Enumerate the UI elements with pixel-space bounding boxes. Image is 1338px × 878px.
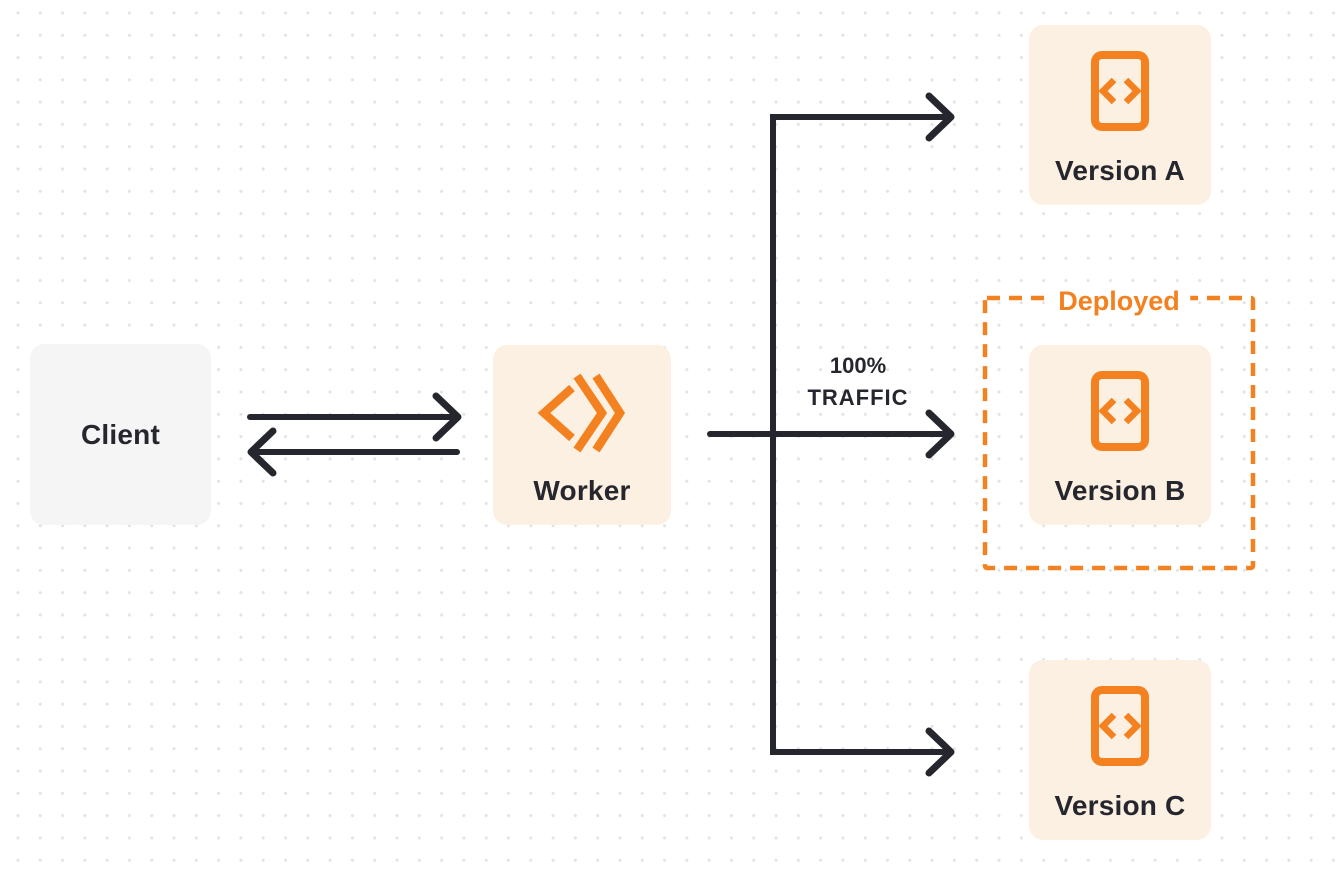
worker-to-client-arrow bbox=[247, 427, 460, 477]
version-b-node: Version B bbox=[1029, 345, 1211, 525]
client-to-worker-arrow bbox=[247, 392, 462, 442]
client-label: Client bbox=[81, 418, 160, 450]
deployed-label: Deployed bbox=[1048, 286, 1190, 316]
worker-node: Worker bbox=[493, 345, 671, 525]
version-b-label: Version B bbox=[1054, 475, 1186, 506]
client-node: Client bbox=[30, 344, 211, 525]
traffic-percent-text: 100% bbox=[829, 353, 887, 378]
arrow-to-version-c bbox=[925, 727, 955, 777]
version-c-label: Version C bbox=[1054, 790, 1186, 821]
code-file-icon bbox=[1091, 51, 1149, 131]
code-file-icon bbox=[1091, 686, 1149, 766]
code-file-icon bbox=[1091, 371, 1149, 451]
version-a-label: Version A bbox=[1055, 155, 1185, 186]
traffic-word-text: TRAFFIC bbox=[807, 385, 909, 410]
traffic-annotation: 100% TRAFFIC bbox=[766, 350, 950, 414]
cloudflare-workers-logo-icon bbox=[537, 373, 626, 453]
version-c-node: Version C bbox=[1029, 660, 1211, 840]
worker-label: Worker bbox=[533, 475, 631, 506]
arrow-to-version-a bbox=[925, 92, 955, 142]
version-a-node: Version A bbox=[1029, 25, 1211, 205]
arrow-to-version-b bbox=[707, 409, 955, 459]
